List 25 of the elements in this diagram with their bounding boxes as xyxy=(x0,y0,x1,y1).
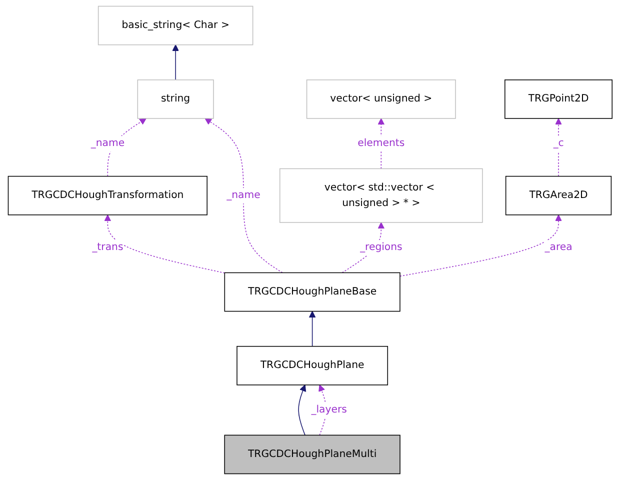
arrow xyxy=(298,384,306,436)
edge-label: _layers xyxy=(311,404,348,416)
node-box: TRGCDCHoughPlaneBase xyxy=(224,272,401,312)
node-box: string xyxy=(138,79,214,119)
node-box: TRGArea2D xyxy=(506,176,612,216)
arrow xyxy=(205,118,284,274)
edge-label: _c xyxy=(554,138,564,150)
edge-label: _regions xyxy=(360,242,403,254)
edge-label: _name xyxy=(91,138,125,150)
node-box: vector< unsigned > xyxy=(306,79,456,119)
arrow xyxy=(309,310,316,347)
edge-label: _trans xyxy=(92,242,124,254)
arrow xyxy=(555,118,562,177)
node-box: vector< std::vector < unsigned > * > xyxy=(280,168,484,223)
edge-label: _area xyxy=(544,242,573,254)
node-box: TRGCDCHoughPlaneMulti xyxy=(224,434,401,474)
edge-label: _name xyxy=(226,190,261,202)
edge-label: elements xyxy=(358,138,405,150)
node-box: TRGCDCHoughTransformation xyxy=(8,176,208,216)
arrow xyxy=(400,214,562,277)
node-box: TRGCDCHoughPlane xyxy=(236,346,388,386)
arrow xyxy=(104,214,226,274)
node-box: basic_string< Char > xyxy=(98,6,254,46)
arrow xyxy=(172,44,180,80)
node-box: TRGPoint2D xyxy=(504,79,613,119)
